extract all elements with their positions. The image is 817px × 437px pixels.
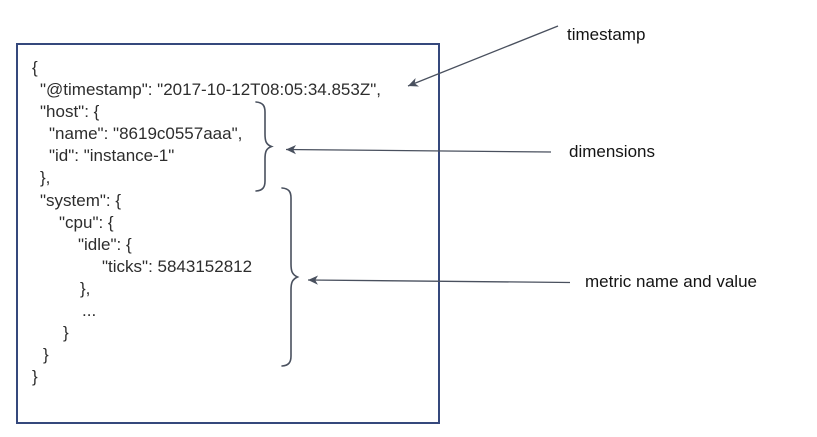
- code-line: "cpu": {: [59, 212, 114, 232]
- json-code-block: {"@timestamp": "2017-10-12T08:05:34.853Z…: [18, 57, 438, 388]
- metric-label: metric name and value: [585, 272, 757, 291]
- code-line: ...: [82, 301, 97, 321]
- code-line: }: [32, 367, 38, 387]
- dimensions-label: dimensions: [569, 142, 655, 161]
- code-line: {: [32, 58, 38, 77]
- code-line: "system": {: [40, 190, 122, 210]
- code-line: }: [43, 345, 49, 365]
- code-line: },: [40, 168, 51, 188]
- timestamp-label: timestamp: [567, 25, 646, 44]
- code-line: "@timestamp": "2017-10-12T08:05:34.853Z"…: [40, 80, 381, 100]
- code-line: "ticks": 5843152812: [102, 256, 253, 276]
- code-line: "host": {: [40, 102, 100, 122]
- code-line: "id": "instance-1": [49, 146, 175, 166]
- code-line: "idle": {: [78, 234, 132, 254]
- code-line: },: [80, 278, 91, 298]
- code-line: }: [63, 323, 69, 343]
- json-document-box: [16, 43, 440, 424]
- code-line: "name": "8619c0557aaa",: [49, 124, 243, 144]
